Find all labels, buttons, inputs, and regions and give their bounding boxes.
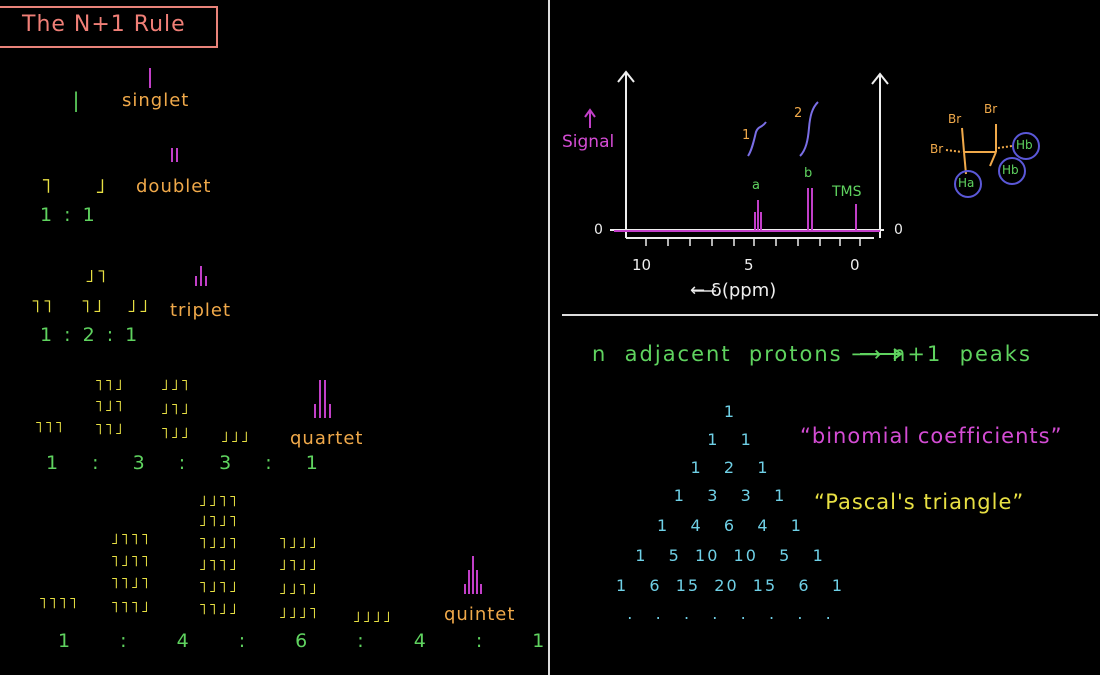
peak-a-label: a	[752, 178, 760, 193]
integral-2: 2	[794, 106, 803, 121]
rule-statement: n adjacent protons ⟶ n+1 peaks	[592, 342, 1032, 366]
horizontal-divider	[562, 314, 1098, 316]
quintet-spin: ˥˩˩˩	[278, 534, 319, 552]
quartet-ratio: 1 : 3 : 3 : 1	[46, 452, 332, 474]
quintet-spin: ˥˩˥˩	[198, 578, 239, 596]
pascal-label: “Pascal's triangle”	[814, 490, 1025, 514]
nmr-peaks	[754, 188, 857, 230]
doublet-spin-down: ˩	[94, 174, 108, 198]
pascal-row: 1 6 15 20 15 6 1	[615, 576, 845, 595]
title-box	[0, 6, 218, 48]
singlet-spin: |	[70, 88, 84, 112]
quintet-spin: ˩˥˩˥	[198, 512, 239, 530]
tms-label: TMS	[832, 184, 862, 200]
quintet-ratio: 1 : 4 : 6 : 4 : 1	[58, 630, 567, 652]
quartet-spin: ˥˥˩	[94, 420, 125, 438]
quartet-spin: ˥˥˩	[94, 376, 125, 394]
signal-arrow	[584, 108, 596, 128]
triplet-label: triplet	[170, 300, 232, 321]
doublet-label: doublet	[136, 176, 212, 197]
quartet-spin: ˩˩˥	[160, 376, 191, 394]
triplet-outer-3: ˩˩	[126, 296, 150, 317]
pascal-row-ellipsis: . . . . . . . .	[627, 604, 833, 623]
quartet-spin: ˥˩˥	[94, 397, 125, 415]
quartet-spin: ˥˩˩	[160, 424, 191, 442]
singlet-label: singlet	[122, 90, 190, 111]
proton-circles	[954, 132, 1040, 198]
quintet-spin: ˩˩˩˩	[352, 608, 393, 626]
br-label: Br	[984, 102, 998, 116]
pascal-row: 1 5 10 10 5 1	[635, 546, 825, 565]
zero-left: 0	[594, 222, 603, 238]
pascal-row: 1 1	[707, 430, 753, 449]
vertical-divider	[548, 0, 550, 675]
spectrum-ylabel: Signal	[562, 132, 615, 152]
br-label: Br	[948, 112, 962, 126]
pascal-row: 1 4 6 4 1	[657, 516, 803, 535]
zero-right: 0	[894, 222, 903, 238]
rule-arrow	[860, 348, 903, 360]
quartet-spin: ˩˩˩	[220, 428, 251, 446]
quintet-spin: ˩˥˥˩	[198, 556, 239, 574]
page-title: The N+1 Rule	[22, 12, 186, 37]
integral-1: 1	[742, 128, 751, 143]
quintet-spin: ˩˩˥˩	[278, 580, 319, 598]
molecule-bonds	[945, 124, 1013, 175]
ha-label: Ha	[958, 176, 975, 190]
br-label: Br	[930, 142, 944, 156]
triplet-outer-2: ˥˩	[80, 296, 104, 317]
quintet-label: quintet	[444, 604, 516, 625]
quintet-spin: ˥˥˩˩	[198, 600, 239, 618]
quintet-spin: ˥˩˥˥	[110, 552, 151, 570]
pascal-row: 1 2 1	[690, 458, 770, 477]
triplet-middle: ˩˥	[84, 266, 108, 287]
tick-5: 5	[744, 256, 754, 274]
doublet-ratio: 1 : 1	[40, 204, 98, 226]
quintet-spin: ˩˩˥˥	[198, 492, 239, 510]
quintet-spin: ˩˥˩˩	[278, 556, 319, 574]
pascal-row: 1	[723, 402, 737, 421]
hb-label: Hb	[1002, 163, 1019, 177]
triplet-outer-1: ˥˥	[30, 296, 54, 317]
spectrum-xlabel: ← δ(ppm)	[690, 280, 777, 301]
quintet-spin: ˥˥˥˩	[110, 598, 151, 616]
quintet-spin: ˩˥˥˥	[110, 530, 151, 548]
hb-label: Hb	[1016, 138, 1033, 152]
pascal-row: 1 3 3 1	[673, 486, 787, 505]
tick-0: 0	[850, 256, 860, 274]
peak-b-label: b	[804, 166, 813, 181]
doublet-spin-up: ˥	[40, 174, 54, 198]
quartet-spin: ˥˥˥	[34, 418, 65, 436]
binomial-label: “binomial coefficients”	[800, 424, 1063, 448]
triplet-ratio: 1 : 2 : 1	[40, 324, 141, 346]
integration-curves	[747, 101, 819, 157]
quintet-spin: ˩˩˩˥	[278, 604, 319, 622]
tick-10: 10	[632, 256, 652, 274]
quartet-label: quartet	[290, 428, 364, 449]
quintet-spin: ˥˥˩˥	[110, 574, 151, 592]
quartet-spin: ˩˥˩	[160, 400, 191, 418]
nmr-axes	[610, 70, 889, 246]
quintet-spin: ˥˩˩˥	[198, 534, 239, 552]
quintet-spin: ˥˥˥˥	[38, 594, 79, 612]
